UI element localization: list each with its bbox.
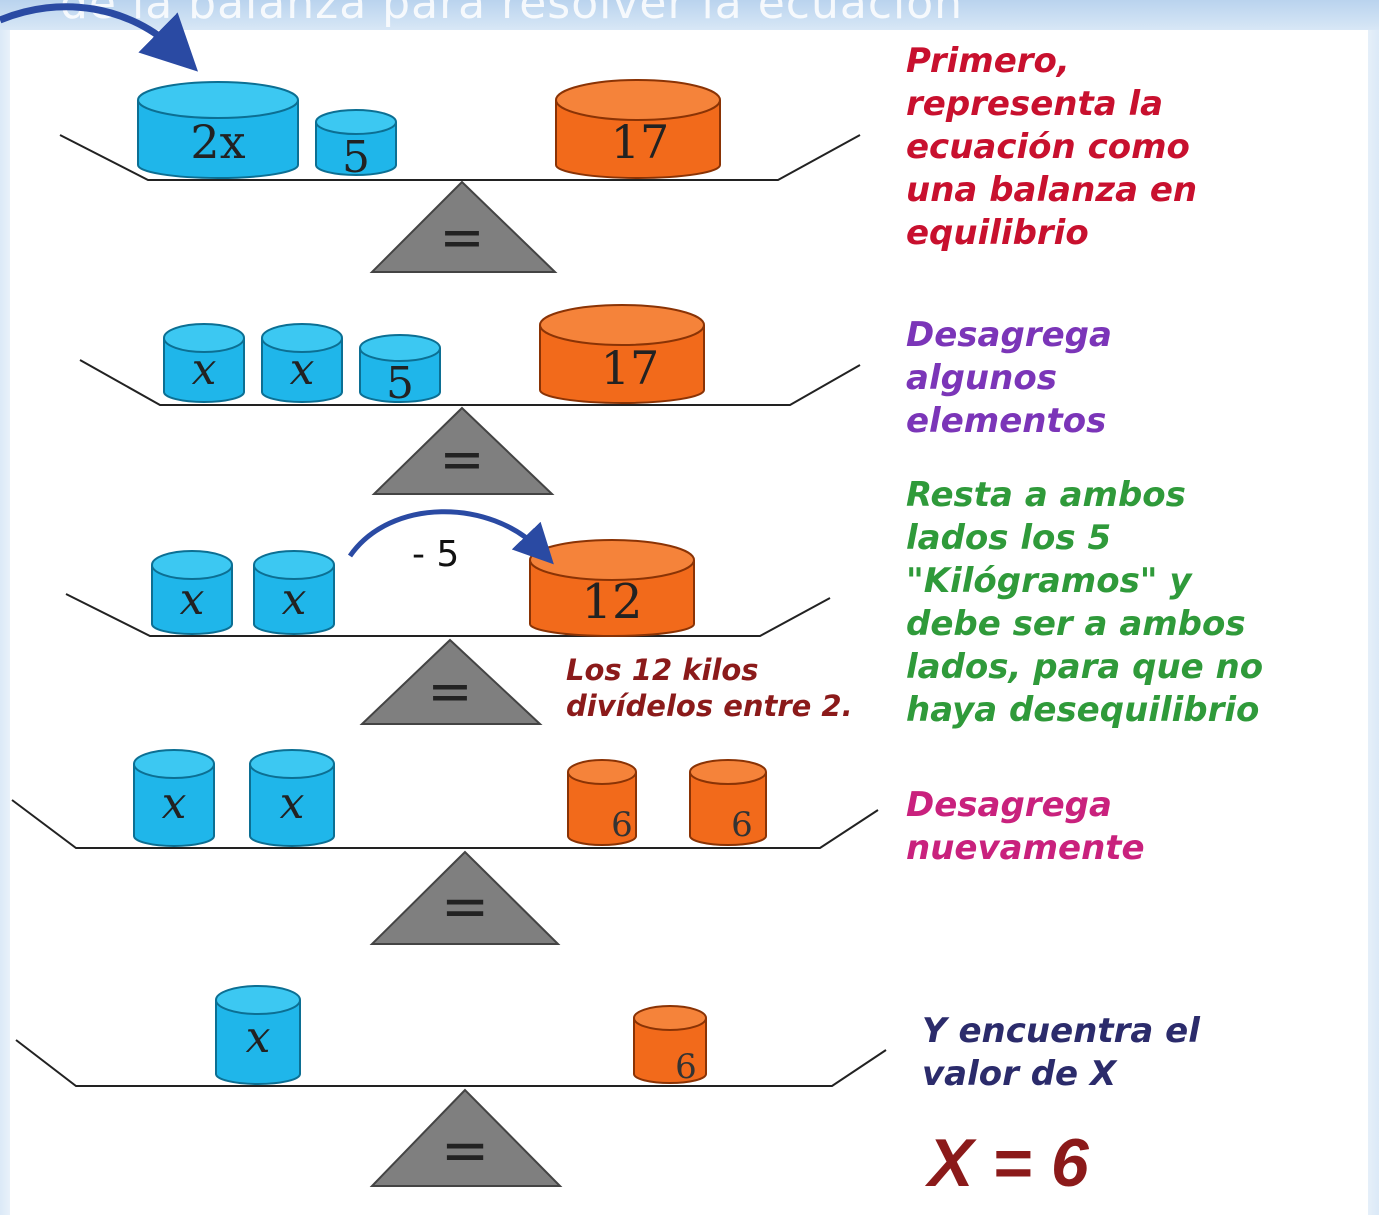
svg-text:=: = [439, 206, 484, 269]
title-strip: de la balanza para resolver la ecuación [0, 0, 1379, 30]
svg-text:=: = [441, 1116, 490, 1184]
intro-arrow [0, 3, 199, 72]
scale-5: x 6 = [15, 985, 887, 1187]
weight-x: x [215, 985, 301, 1085]
subtract-arrow [347, 509, 554, 565]
scale-2-beam [79, 359, 861, 406]
weight-17: 17 [539, 304, 705, 404]
weight-label: 6 [611, 805, 633, 845]
weight-5: 5 [315, 109, 397, 183]
fulcrum-1: = [369, 180, 558, 273]
weight-label: 2x [190, 115, 245, 169]
scale-3-beam [65, 593, 831, 637]
scale-4-beam [11, 799, 879, 849]
fulcrum-3: = [359, 638, 543, 725]
weight-label: 17 [601, 341, 660, 395]
svg-text:=: = [427, 660, 472, 723]
weight-x: x [249, 749, 335, 847]
fulcrum-2: = [371, 406, 555, 495]
weight-6: 6 [567, 759, 637, 846]
weight-x: x [133, 749, 215, 847]
weight-label: x [280, 778, 305, 829]
caption-step-2: Desagrega algunos elementos [906, 315, 1112, 441]
svg-text:=: = [441, 872, 490, 940]
answer-label: X = 6 [928, 1125, 1089, 1201]
weight-label: x [246, 1012, 271, 1063]
weight-x: x [253, 550, 335, 635]
weight-label: x [180, 574, 205, 625]
scale-1-beam [59, 134, 861, 181]
weight-2x: 2x [137, 81, 299, 179]
scale-1: 2x 5 17 = [59, 79, 861, 273]
caption-step-5: Y encuentra el valor de X [922, 1011, 1200, 1094]
weight-label: x [282, 574, 307, 625]
weight-label: x [290, 344, 315, 395]
weight-label: 6 [675, 1047, 697, 1087]
weight-17: 17 [555, 79, 721, 179]
subtract-label: - 5 [412, 534, 460, 575]
weight-6: 6 [689, 759, 767, 846]
caption-step-3: Resta a ambos lados los 5 "Kilógramos" y… [906, 475, 1264, 730]
caption-step-1: Primero, representa la ecuación como una… [906, 41, 1198, 253]
weight-5: 5 [359, 334, 441, 409]
weight-x: x [261, 323, 343, 403]
weight-label: 5 [386, 358, 414, 409]
caption-step-4: Desagrega nuevamente [906, 785, 1145, 868]
weight-x: x [163, 323, 245, 403]
scale-2: x x 5 17 = [79, 304, 861, 495]
weight-label: x [162, 778, 187, 829]
weight-12: 12 [529, 539, 695, 637]
scale-4: x x 6 6 = [11, 749, 879, 945]
weight-x: x [151, 550, 233, 635]
weight-label: 12 [581, 574, 642, 630]
weight-label: x [192, 344, 217, 395]
fulcrum-4: = [369, 850, 561, 945]
weight-label: 6 [731, 805, 753, 845]
scale-3: x x 12 = [65, 509, 831, 725]
weight-label: 17 [611, 115, 670, 169]
weight-label: 5 [342, 132, 370, 183]
scale-5-beam [15, 1039, 887, 1087]
slide-title: de la balanza para resolver la ecuación [60, 0, 964, 29]
weight-6: 6 [633, 1005, 707, 1087]
divide-note: Los 12 kilos divídelos entre 2. [566, 653, 853, 723]
svg-text:=: = [439, 428, 484, 491]
fulcrum-5: = [369, 1088, 563, 1187]
